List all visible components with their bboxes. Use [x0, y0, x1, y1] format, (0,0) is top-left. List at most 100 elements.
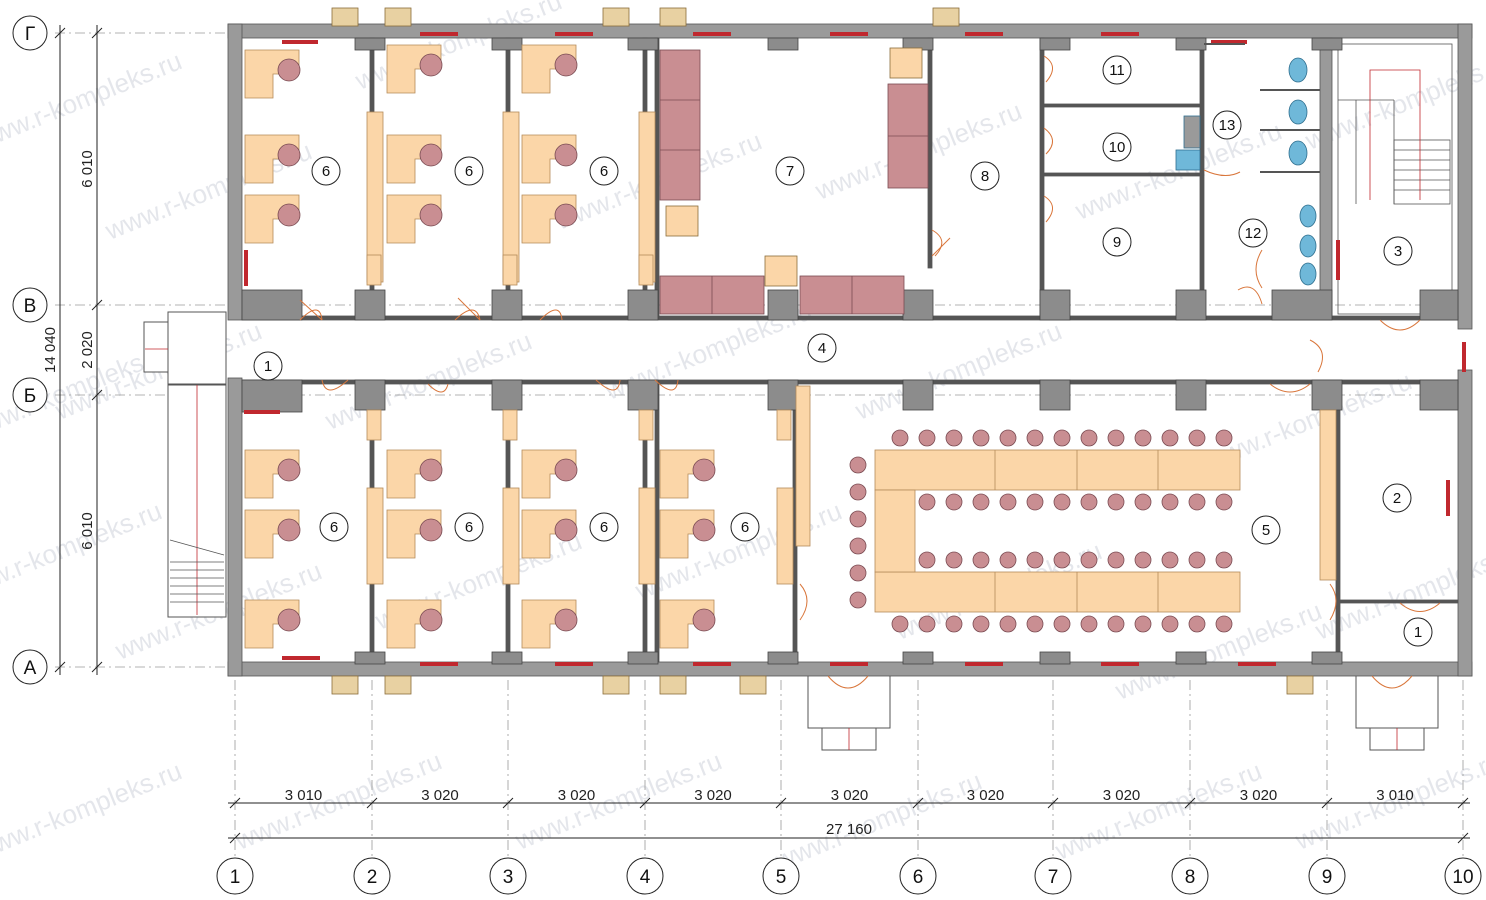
column: [1175, 379, 1207, 411]
cabinet: [366, 487, 384, 585]
doors: [299, 55, 1441, 689]
door-swing: [321, 379, 349, 391]
radiator: [1286, 675, 1314, 695]
door-swing: [1329, 583, 1337, 621]
door-swing: [454, 309, 481, 321]
axis-marker-text: 10: [1452, 867, 1473, 888]
workstation: [386, 194, 443, 244]
window: [1336, 240, 1340, 280]
room-number: 13: [1212, 110, 1242, 140]
axis-marker-text: Б: [24, 386, 36, 407]
conference-chair: [1080, 615, 1098, 633]
door-swing: [539, 309, 563, 321]
axis-marker-text: 9: [1322, 867, 1333, 888]
workstation: [521, 134, 578, 184]
column: [491, 37, 523, 51]
room-number: 6: [454, 512, 484, 542]
room-number-text: 13: [1219, 117, 1236, 134]
lounge-armchairs: [665, 47, 923, 287]
office-chair: [277, 58, 301, 82]
window: [965, 32, 1003, 36]
axis-marker-text: 5: [776, 867, 787, 888]
room-number: 6: [589, 156, 619, 186]
conference-chair: [999, 429, 1017, 447]
conference-chair: [1134, 429, 1152, 447]
conference-chair: [972, 551, 990, 569]
conference-chair: [945, 615, 963, 633]
span-dimension: 2 020: [79, 331, 96, 369]
office-chair: [692, 458, 716, 482]
cabinet: [366, 254, 382, 286]
room-number: 3: [1383, 236, 1413, 266]
conference-chair: [1161, 615, 1179, 633]
axis-marker: 6: [899, 857, 937, 895]
workstation: [521, 194, 578, 244]
radiator: [659, 7, 687, 27]
workstation: [386, 134, 443, 184]
workstation: [521, 509, 578, 559]
door-swing: [1043, 55, 1053, 83]
axis-marker-text: 8: [1185, 867, 1196, 888]
conference-chair: [1134, 493, 1152, 511]
axis-marker: 8: [1171, 857, 1209, 895]
total-dimension: 27 160: [826, 821, 872, 838]
watermark-text: www.r-kompleks.ru: [230, 745, 446, 855]
door-swing: [299, 309, 323, 321]
window: [830, 662, 868, 666]
axis-marker: А: [12, 649, 48, 685]
door-swing: [1379, 319, 1421, 331]
cabinet: [776, 409, 792, 441]
door-swing: [1399, 602, 1441, 612]
windows: [244, 32, 1466, 666]
axis-marker: В: [12, 287, 48, 323]
room-number: 11: [1102, 55, 1132, 85]
conference-chair: [1188, 429, 1206, 447]
room-number-text: 6: [465, 519, 473, 536]
room-number-text: 10: [1109, 139, 1126, 156]
room-number-text: 6: [330, 519, 338, 536]
office-chair: [692, 608, 716, 632]
office-chair: [554, 143, 578, 167]
room-number: 6: [589, 512, 619, 542]
door-swing: [1043, 195, 1053, 223]
conference-chair: [972, 429, 990, 447]
room-number-text: 7: [786, 163, 794, 180]
door-swing: [1255, 249, 1263, 289]
window: [282, 656, 320, 660]
room-number-text: 5: [1262, 522, 1270, 539]
axis-marker-text: 7: [1048, 867, 1059, 888]
conference-chair: [1107, 615, 1125, 633]
conference-chair: [918, 615, 936, 633]
window: [244, 250, 248, 286]
conference-chair: [999, 551, 1017, 569]
room-number: 8: [970, 161, 1000, 191]
workstation: [386, 44, 443, 94]
column: [767, 651, 799, 665]
room-number-text: 3: [1394, 243, 1402, 260]
column: [1039, 379, 1071, 411]
conference-chair: [1026, 551, 1044, 569]
conference-chair: [1053, 615, 1071, 633]
conference-chair: [1053, 551, 1071, 569]
cabinet: [1319, 409, 1337, 581]
conference-chair: [1080, 429, 1098, 447]
axis-marker-text: В: [24, 296, 37, 317]
office-chair: [277, 518, 301, 542]
office-chair: [277, 203, 301, 227]
conference-chair: [1080, 551, 1098, 569]
door-swing: [1269, 383, 1311, 393]
room-number-text: 1: [1414, 624, 1422, 641]
span-dimension: 3 020: [1240, 787, 1278, 804]
room-number: 6: [311, 156, 341, 186]
axis-marker-text: 3: [503, 867, 514, 888]
radiator: [331, 675, 359, 695]
window: [1101, 32, 1139, 36]
window: [693, 662, 731, 666]
door-swing: [827, 675, 869, 689]
workstation: [659, 449, 716, 499]
workstation: [386, 509, 443, 559]
conference-chair: [945, 551, 963, 569]
conference-chair: [999, 615, 1017, 633]
room-number-text: 6: [465, 163, 473, 180]
